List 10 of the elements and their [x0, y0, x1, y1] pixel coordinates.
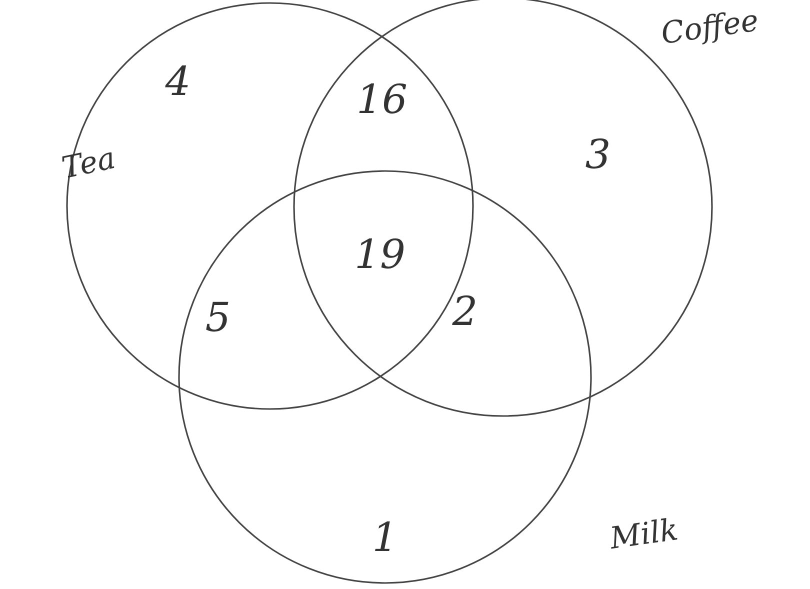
region-count: 4 [165, 59, 191, 105]
region-count: 3 [585, 132, 611, 178]
region-count: 16 [356, 77, 408, 123]
set-name: Coffee [659, 3, 761, 52]
set-name: Tea [58, 140, 118, 186]
set-name: Milk [608, 512, 680, 557]
region-count: 1 [372, 515, 398, 561]
region-count: 19 [354, 232, 406, 278]
region-count: 2 [452, 289, 478, 335]
region-count: 5 [205, 295, 231, 341]
